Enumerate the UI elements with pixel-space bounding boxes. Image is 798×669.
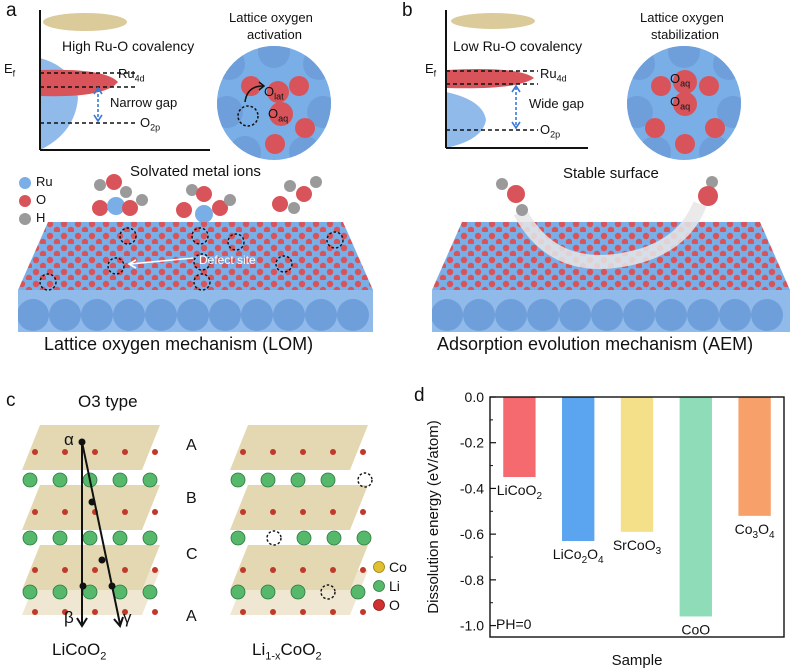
panel-a-lattice-slab (18, 222, 373, 332)
panel-a-o2p: O2p (140, 115, 161, 133)
panel-a-mechanism: Lattice oxygen mechanism (LOM) (44, 334, 314, 354)
y-tick-label-5: -1.0 (460, 618, 484, 634)
panel-a-activation-line1: Lattice oxygen (229, 10, 313, 25)
panel-a-oaq: Oaq (268, 106, 289, 124)
panel-c-stack-b: B (186, 490, 197, 507)
panel-a-legend-icons (19, 177, 31, 225)
panel-b-oaq2: Oaq (670, 94, 691, 112)
panel-c-stack-a2: A (186, 608, 197, 625)
legend-h-label: H (36, 210, 46, 225)
y-tick-label-3: -0.6 (460, 526, 484, 542)
bar-label-1: LiCo2O4 (553, 546, 604, 566)
ph-annotation: PH=0 (496, 616, 532, 632)
legend-li-label: Li (389, 578, 400, 594)
y-tick-label-0: 0.0 (465, 389, 485, 405)
panel-a-band-diagram (39, 10, 210, 151)
bar-4 (738, 397, 771, 516)
panel-b-stab-line2: stabilization (651, 27, 719, 42)
y-tick-label-4: -0.8 (460, 572, 484, 588)
legend-o-c-label: O (389, 597, 400, 613)
legend-ru-label: Ru (36, 174, 53, 189)
panel-b-gap: Wide gap (529, 96, 584, 111)
panel-a-gap: Narrow gap (110, 95, 178, 110)
legend-o-label: O (36, 192, 47, 207)
bar-label-3: CoO (681, 621, 710, 637)
panel-a-molecules (92, 174, 322, 223)
bar-1 (562, 397, 595, 541)
panel-a-activation-line2: activation (247, 27, 302, 42)
y-tick-label-1: -0.2 (460, 435, 484, 451)
y-axis-label: Dissolution energy (eV/atom) (425, 420, 442, 613)
panel-a-activation-circle (217, 46, 331, 160)
legend-co-label: Co (389, 559, 407, 575)
bar-2 (620, 397, 654, 532)
panel-b-lattice-slab (432, 176, 790, 332)
panel-b-stab-line1: Lattice oxygen (640, 10, 724, 25)
panel-c-gamma: γ (123, 608, 132, 627)
panel-c-beta: β (64, 608, 74, 627)
panel-b-ef: Ef (425, 61, 437, 79)
panel-a-solvated: Solvated metal ions (130, 163, 261, 180)
panel-c-alpha: α (64, 430, 74, 449)
panel-c-left-formula: LiCoO2 (52, 640, 107, 663)
panel-d-letter: d (414, 385, 425, 406)
plot-frame (489, 396, 785, 638)
bar-label-4: Co3O4 (735, 521, 775, 541)
panel-c-title: O3 type (78, 392, 138, 411)
panel-b-o2p: O2p (540, 122, 561, 140)
bar-3 (679, 397, 712, 617)
bar-label-2: SrCoO3 (613, 537, 662, 557)
panel-c-legend-icons (373, 561, 385, 611)
panel-a-letter: a (6, 0, 17, 21)
panel-b-stable-surface: Stable surface (563, 165, 659, 182)
panel-b-covalency: Low Ru-O covalency (453, 38, 583, 54)
panel-a-olat: Olat (264, 84, 284, 102)
x-axis-label: Sample (612, 652, 663, 669)
panel-c-letter: c (6, 390, 16, 411)
y-tick-label-2: -0.4 (460, 480, 484, 496)
panel-b-letter: b (402, 0, 413, 21)
panel-c-right-formula: Li1-xCoO2 (252, 640, 322, 663)
panel-b-ru4d: Ru4d (540, 66, 567, 84)
panel-a-ru4d: Ru4d (118, 66, 145, 84)
panel-b-mechanism: Adsorption evolution mechanism (AEM) (437, 334, 754, 354)
panel-b-band-diagram (445, 10, 588, 149)
panel-c-stack-a1: A (186, 437, 197, 454)
bar-0 (503, 397, 536, 477)
bar-label-0: LiCoO2 (497, 482, 543, 502)
panel-a-defect-site: Defect site (199, 253, 256, 267)
panel-c-stack-c: C (186, 546, 198, 563)
panel-b-oaq1: Oaq (670, 71, 691, 89)
panel-a-ef: Ef (4, 61, 16, 79)
panel-a-covalency: High Ru-O covalency (62, 38, 195, 54)
panel-c-structures (22, 425, 373, 628)
panel-b-stabilization-circle (627, 46, 741, 160)
